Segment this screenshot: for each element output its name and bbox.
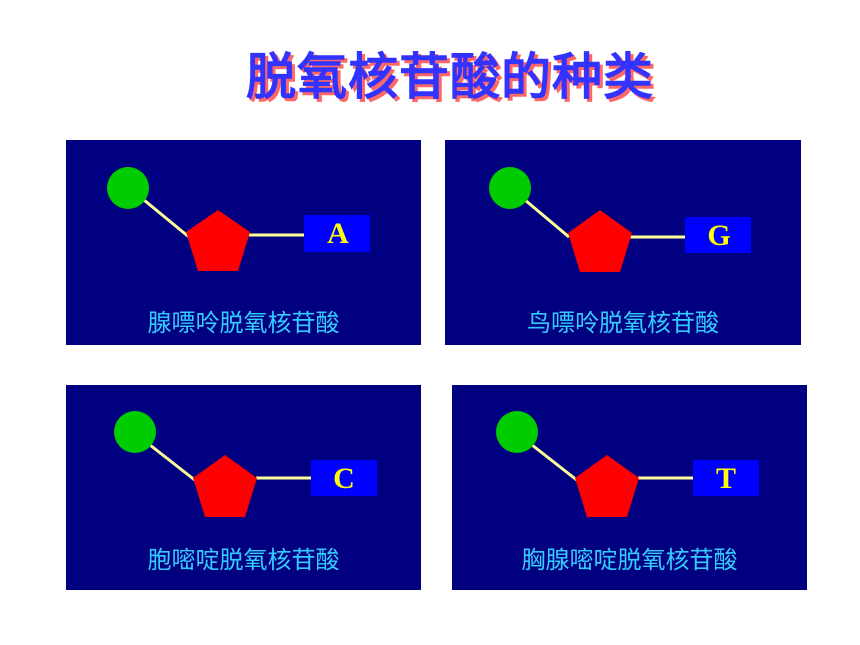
page-title: 脱氧核苷酸的种类	[246, 48, 654, 106]
base-box-icon	[304, 215, 370, 252]
base-box-icon	[311, 460, 377, 496]
nucleotide-label: 鸟嘌呤脱氧核苷酸	[527, 309, 719, 337]
nucleotide-diagram: G	[489, 167, 751, 272]
base-letter: A	[327, 217, 349, 250]
phosphate-icon	[496, 411, 538, 453]
sugar-pentagon-icon	[186, 210, 250, 271]
nucleotide-panel-t: T 胸腺嘧啶脱氧核苷酸	[452, 385, 807, 590]
base-letter: G	[707, 219, 730, 252]
nucleotide-label: 胸腺嘧啶脱氧核苷酸	[521, 546, 738, 574]
nucleotide-panel-c: C 胞嘧啶脱氧核苷酸	[66, 385, 421, 590]
base-box-icon	[685, 217, 751, 253]
sugar-pentagon-icon	[575, 455, 639, 517]
sugar-pentagon-icon	[568, 210, 632, 272]
nucleotide-panel-a: A 腺嘌呤脱氧核苷酸	[66, 140, 421, 345]
phosphate-sugar-bond	[531, 443, 579, 483]
nucleotide-label: 腺嘌呤脱氧核苷酸	[147, 309, 340, 337]
nucleotide-diagram: A	[107, 167, 370, 271]
nucleotide-diagram: T	[496, 411, 759, 517]
base-letter: C	[333, 462, 355, 495]
phosphate-sugar-bond	[143, 198, 190, 239]
phosphate-sugar-bond	[524, 198, 570, 239]
sugar-pentagon-icon	[193, 455, 257, 517]
base-box-icon	[693, 460, 759, 496]
base-letter: T	[716, 462, 736, 495]
nucleotide-panel-g: G 鸟嘌呤脱氧核苷酸	[445, 140, 801, 345]
phosphate-icon	[489, 167, 531, 209]
nucleotide-diagram: C	[114, 411, 377, 517]
phosphate-sugar-bond	[149, 443, 197, 483]
nucleotide-label: 胞嘧啶脱氧核苷酸	[147, 546, 340, 574]
phosphate-icon	[114, 411, 156, 453]
phosphate-icon	[107, 167, 149, 209]
